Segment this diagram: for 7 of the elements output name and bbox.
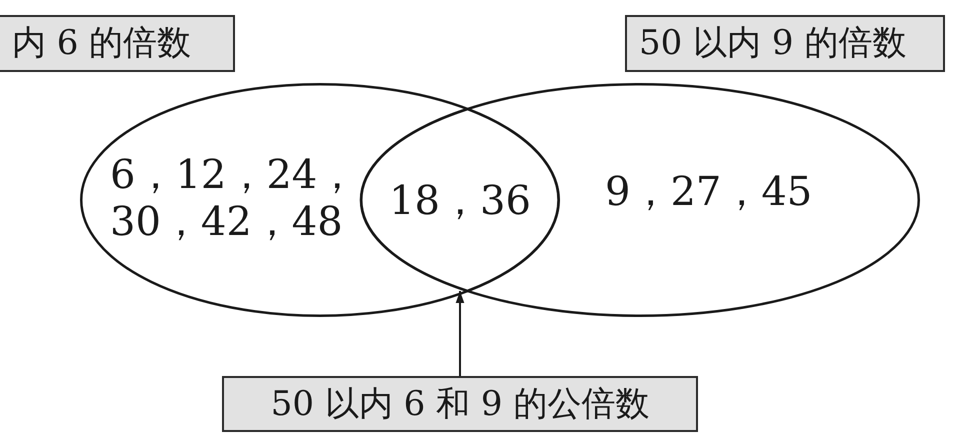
callout-label: 50 以内 6 和 9 的公倍数 bbox=[222, 376, 698, 432]
number-list: 6，12，24，30，42，48 bbox=[110, 152, 360, 246]
number-list: 9，27，45 bbox=[605, 169, 812, 216]
set-label: 50 以内 9 的倍数 bbox=[625, 15, 945, 72]
arrow bbox=[456, 290, 464, 376]
number-list: 18，36 bbox=[389, 178, 531, 226]
set-label: 内 6 的倍数 bbox=[0, 15, 235, 72]
